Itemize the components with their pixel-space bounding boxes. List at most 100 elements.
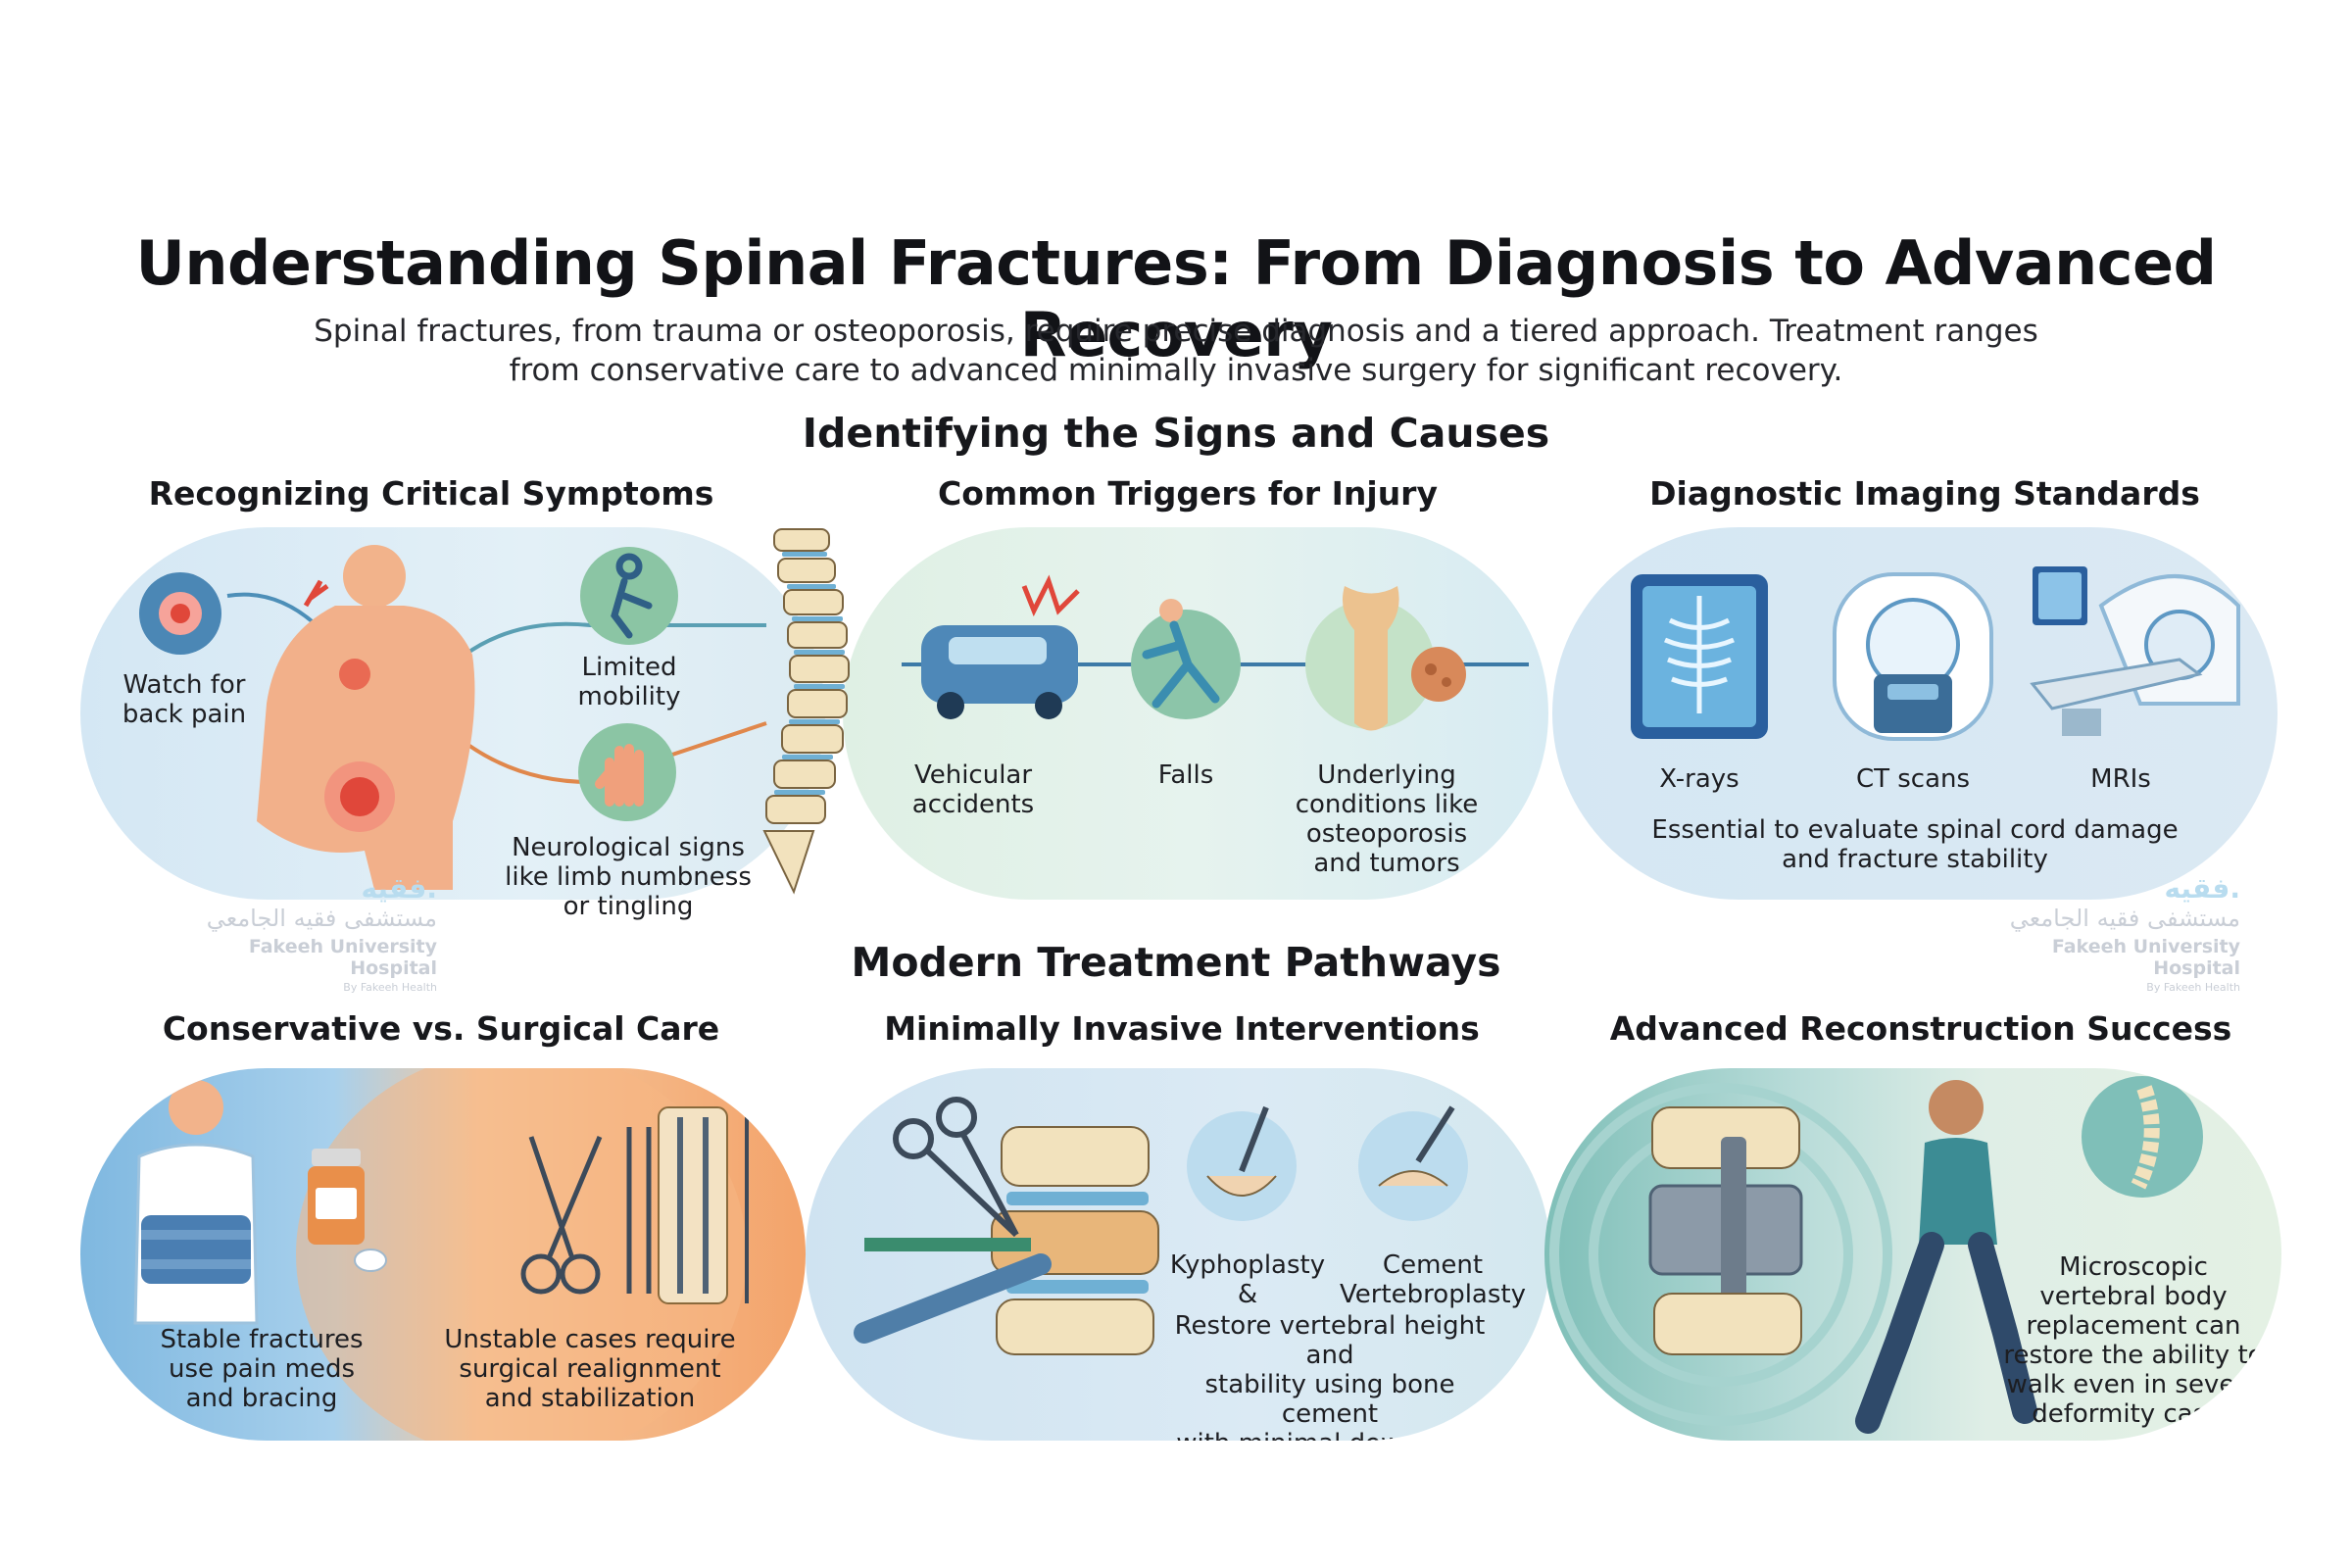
page-subtitle: Spinal fractures, from trauma or osteopo… (314, 312, 2038, 390)
ct-scanner-icon (1833, 572, 1993, 741)
minimally-illustration (854, 1097, 1468, 1355)
surgical-tools-icon (520, 1127, 652, 1295)
panel-title-minimally: Minimally Invasive Interventions (884, 1009, 1480, 1048)
conservative-panel: Stable fractures use pain meds and braci… (80, 1068, 806, 1441)
label-mris: MRIs (2090, 764, 2151, 794)
panel-title-triggers: Common Triggers for Injury (938, 474, 1438, 513)
kyphoplasty-icon (1187, 1105, 1297, 1221)
label-back-pain-line2: back pain (122, 700, 247, 729)
watermark-logo: فقيه. (361, 872, 437, 905)
imaging-illustration (1631, 566, 2240, 741)
label-vehicle-line1: Vehicular (913, 760, 1033, 790)
reconstruction-desc-line1: Microscopic (2059, 1252, 2208, 1282)
label-unstable-line2: surgical realignment (459, 1354, 721, 1384)
label-stable-line1: Stable fractures (160, 1325, 364, 1354)
implant-spine-icon (1648, 1106, 1803, 1355)
label-falls: Falls (1157, 760, 1214, 790)
imaging-note: Essential to evaluate spinal cord damage… (1611, 815, 2219, 874)
watermark-right: فقيه. مستشفى فقيه الجامعي Fakeeh Univers… (1995, 872, 2240, 994)
label-cond-line2: conditions like (1295, 790, 1479, 819)
reconstruction-desc-line3: replacement can (2026, 1311, 2241, 1341)
spine-detail-icon (2082, 1076, 2203, 1198)
reconstruction-desc-line6: deformity cases (2032, 1399, 2235, 1429)
label-cond-line3: osteoporosis (1305, 819, 1468, 849)
label-mobility-line1: Limited (581, 653, 677, 682)
spine-screws-icon (658, 1106, 749, 1304)
label-underlying-conditions: Underlying conditions like osteoporosis … (1289, 760, 1485, 878)
label-neuro-line2: like limb numbness (505, 862, 752, 892)
label-vehicular-accidents: Vehicular accidents (900, 760, 1047, 819)
section-title-signs: Identifying the Signs and Causes (802, 410, 1550, 457)
page-title: Understanding Spinal Fractures: From Dia… (135, 227, 2217, 370)
car-icon (921, 574, 1080, 719)
label-neuro-line1: Neurological signs (512, 833, 745, 862)
vertebroplasty-icon (1358, 1105, 1468, 1221)
reconstruction-description: Microscopic vertebral body replacement c… (2001, 1252, 2266, 1429)
reconstruction-panel: Microscopic vertebral body replacement c… (1544, 1068, 2281, 1441)
label-cond-line4: and tumors (1313, 849, 1460, 878)
label-stable-line3: and bracing (185, 1384, 338, 1413)
label-unstable-line1: Unstable cases require (444, 1325, 736, 1354)
label-limited-mobility: Limited mobility (541, 653, 717, 711)
subtitle-line-1: Spinal fractures, from trauma or osteopo… (314, 314, 2038, 349)
conservative-illustration (133, 1068, 749, 1441)
watermark-english: Fakeeh University Hospital (248, 936, 437, 979)
imaging-note-line1: Essential to evaluate spinal cord damage (1651, 815, 2179, 845)
spine-illustration (762, 528, 850, 895)
bone-icon (1305, 586, 1466, 731)
watermark-arabic: مستشفى فقيه الجامعي (206, 905, 437, 932)
xray-icon (1631, 574, 1768, 739)
section-title-treatment: Modern Treatment Pathways (851, 939, 1501, 986)
minimally-desc-line1: Restore vertebral height and (1174, 1311, 1486, 1370)
symptoms-illustration (139, 545, 767, 890)
label-ct-scans: CT scans (1855, 764, 1971, 794)
person-back-icon (257, 545, 475, 890)
fall-icon (1131, 599, 1241, 719)
label-mobility-line2: mobility (577, 682, 681, 711)
label-unstable-line3: and stabilization (484, 1384, 696, 1413)
panel-title-symptoms: Recognizing Critical Symptoms (148, 474, 714, 513)
instruments-icon (854, 1097, 1052, 1344)
panel-title-imaging: Diagnostic Imaging Standards (1649, 474, 2200, 513)
label-cement-line1: Cement (1382, 1250, 1484, 1280)
triggers-panel: Vehicular accidents Falls Underlying con… (843, 527, 1548, 900)
triggers-illustration (902, 574, 1529, 731)
label-stable-line2: use pain meds (168, 1354, 356, 1384)
label-stable-fractures: Stable fractures use pain meds and braci… (139, 1325, 384, 1413)
label-cement-line2: Vertebroplasty (1340, 1280, 1526, 1309)
medicine-bottle-icon (308, 1149, 387, 1272)
label-kyphoplasty: Kyphoplasty & (1169, 1250, 1326, 1309)
minimally-panel: Kyphoplasty & Cement Vertebroplasty Rest… (806, 1068, 1550, 1441)
symptoms-panel: Watch for back pain Limited mobility (80, 527, 825, 900)
minimally-desc-line2: stability using bone cement (1204, 1370, 1455, 1429)
imaging-panel: X-rays CT scans MRIs Essential to evalua… (1552, 527, 2278, 900)
subtitle-line-2: from conservative care to advanced minim… (509, 353, 1843, 388)
label-xrays: X-rays (1659, 764, 1740, 794)
panel-title-conservative: Conservative vs. Surgical Care (162, 1009, 720, 1048)
label-unstable-cases: Unstable cases require surgical realignm… (433, 1325, 747, 1413)
watermark-logo-right: فقيه. (2164, 872, 2240, 905)
label-vertebroplasty: Cement Vertebroplasty (1335, 1250, 1531, 1309)
reconstruction-desc-line2: vertebral body (2039, 1282, 2228, 1311)
imaging-note-line2: and fracture stability (1782, 845, 2048, 874)
label-cond-line1: Underlying (1317, 760, 1456, 790)
watermark-by-right: By Fakeeh Health (2146, 981, 2240, 994)
brace-person-icon (133, 1080, 259, 1325)
label-back-pain-line1: Watch for (122, 670, 246, 700)
watermark-arabic-right: مستشفى فقيه الجامعي (2009, 905, 2240, 932)
watermark-by: By Fakeeh Health (343, 981, 437, 994)
watermark-left: فقيه. مستشفى فقيه الجامعي Fakeeh Univers… (192, 872, 437, 994)
reconstruction-desc-line4: restore the ability to (2003, 1341, 2264, 1370)
reconstruction-desc-line5: walk even in severe (2006, 1370, 2261, 1399)
panel-title-reconstruction: Advanced Reconstruction Success (1609, 1009, 2232, 1048)
mri-icon (2030, 566, 2240, 736)
minimally-desc-line3: with minimal downtime. (1158, 1429, 1501, 1441)
walking-person-icon (1855, 1080, 2037, 1434)
label-neurological-signs: Neurological signs like limb numbness or… (496, 833, 760, 921)
vertebra-procedure-icon (991, 1126, 1159, 1355)
label-neuro-line3: or tingling (563, 892, 694, 921)
watermark-english-right: Fakeeh University Hospital (2051, 936, 2240, 979)
label-vehicle-line2: accidents (911, 790, 1035, 819)
reconstruction-illustration (1549, 1076, 2203, 1434)
label-back-pain: Watch for back pain (116, 670, 253, 729)
